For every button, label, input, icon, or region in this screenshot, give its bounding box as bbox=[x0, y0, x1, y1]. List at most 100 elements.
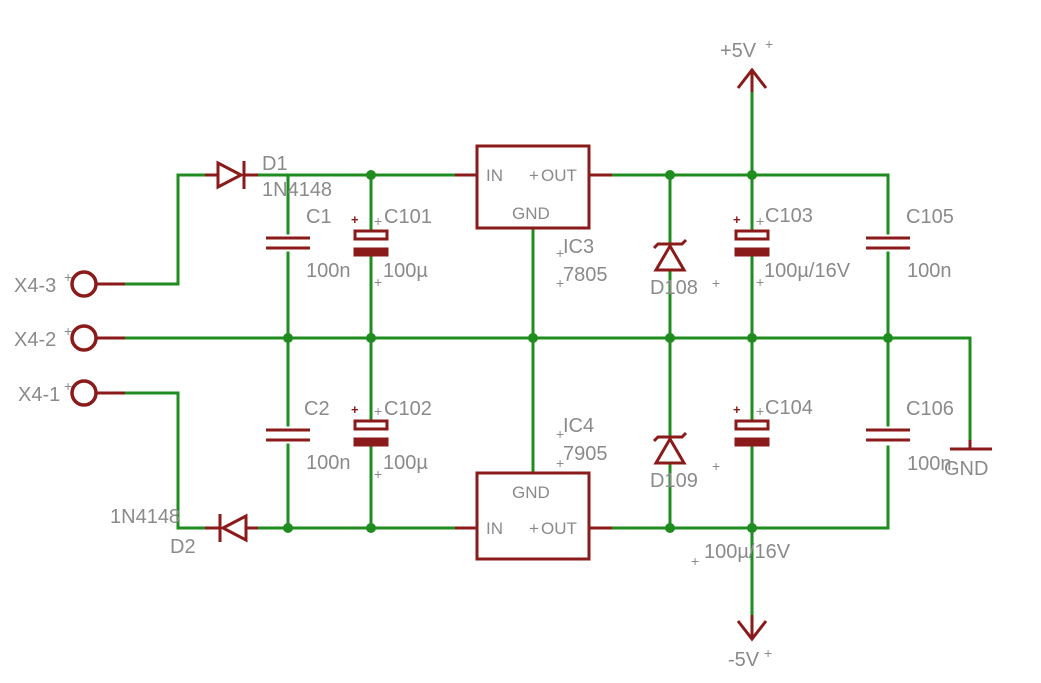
junction bbox=[528, 333, 538, 343]
capacitor-c1: C1 100n bbox=[266, 206, 351, 282]
junction bbox=[283, 523, 293, 533]
c104-plate-negative bbox=[734, 437, 770, 447]
ic3-body bbox=[475, 144, 591, 230]
x4-3-label: X4-3 bbox=[14, 275, 56, 297]
gnd-label: GND bbox=[944, 458, 988, 480]
d2-triangle bbox=[219, 513, 248, 543]
c103-value: 100µ/16V bbox=[764, 260, 851, 282]
c1-name: C1 bbox=[306, 206, 332, 228]
x4-2-pad bbox=[70, 324, 98, 352]
ic4-pin-out: OUT bbox=[541, 519, 577, 538]
c102-value: 100µ bbox=[383, 452, 428, 474]
d109-triangle bbox=[653, 436, 687, 465]
c103-plate-positive bbox=[734, 229, 770, 241]
c2-name: C2 bbox=[304, 398, 330, 420]
c104-plus-icon: + bbox=[733, 402, 741, 417]
origin-mark: + bbox=[764, 645, 772, 661]
origin-mark: + bbox=[374, 274, 382, 290]
origin-mark: + bbox=[712, 458, 720, 474]
origin-mark: + bbox=[374, 403, 382, 419]
origin-mark: + bbox=[556, 275, 564, 291]
d108-name: D108 bbox=[650, 277, 698, 299]
capacitor-c105: C105 100n bbox=[866, 206, 954, 282]
diode-d108: D108 + bbox=[650, 238, 720, 299]
origin-mark: + bbox=[765, 36, 773, 52]
d108-triangle bbox=[653, 243, 687, 272]
c102-plus-icon: + bbox=[351, 402, 359, 417]
diode-d1: D1 1N4148 bbox=[205, 153, 332, 201]
junction bbox=[665, 333, 675, 343]
capacitor-c104: + + C104 100µ/16V + bbox=[691, 397, 813, 569]
c105-value: 100n bbox=[907, 260, 952, 282]
c103-plate-negative bbox=[734, 247, 770, 257]
origin-mark: + bbox=[556, 245, 564, 261]
c104-value: 100µ/16V bbox=[704, 541, 791, 563]
diode-d109: D109 + bbox=[650, 431, 720, 492]
neg-supply-label: -5V bbox=[728, 649, 760, 671]
d1-value: 1N4148 bbox=[262, 179, 332, 201]
origin-mark: + bbox=[374, 466, 382, 482]
origin-mark: + bbox=[64, 378, 72, 394]
supply-gnd: GND bbox=[944, 440, 992, 480]
origin-mark: + bbox=[712, 275, 720, 291]
regulator-ic4: GND IN + OUT + IC4 7905 + bbox=[455, 415, 612, 561]
c101-value: 100µ bbox=[383, 260, 428, 282]
c102-plate-negative bbox=[353, 437, 389, 447]
ic3-value: 7805 bbox=[563, 264, 608, 286]
c106-name: C106 bbox=[906, 398, 954, 420]
regulator-ic3: IN + OUT GND + IC3 7805 + bbox=[455, 144, 612, 291]
junction bbox=[747, 333, 757, 343]
origin-mark: + bbox=[64, 323, 72, 339]
x4-1-pad bbox=[70, 379, 98, 407]
junction bbox=[366, 333, 376, 343]
ic3-pin-out-plus: + bbox=[529, 166, 539, 185]
connector-x4: X4-3 + X4-2 + X4-1 + bbox=[14, 269, 125, 407]
ic4-pin-in: IN bbox=[486, 519, 503, 538]
capacitor-c101: + + C101 100µ + bbox=[351, 206, 432, 290]
d1-name: D1 bbox=[262, 153, 288, 175]
d2-value: 1N4148 bbox=[110, 506, 180, 528]
ic4-name: IC4 bbox=[563, 415, 594, 437]
origin-mark: + bbox=[691, 553, 699, 569]
c1-value: 100n bbox=[306, 260, 351, 282]
junction bbox=[366, 170, 376, 180]
origin-mark: + bbox=[556, 455, 564, 471]
d109-name: D109 bbox=[650, 470, 698, 492]
junction bbox=[366, 523, 376, 533]
origin-mark: + bbox=[756, 213, 764, 229]
ic4-pin-out-plus: + bbox=[529, 519, 539, 538]
ic3-pin-in: IN bbox=[486, 166, 503, 185]
ic4-body bbox=[475, 471, 591, 561]
x4-1-label: X4-1 bbox=[18, 384, 60, 406]
junction bbox=[665, 170, 675, 180]
c101-plus-icon: + bbox=[351, 212, 359, 227]
c106-value: 100n bbox=[907, 453, 952, 475]
junction bbox=[883, 333, 893, 343]
origin-mark: + bbox=[556, 426, 564, 442]
x4-3-pad bbox=[70, 270, 98, 298]
c103-plus-icon: + bbox=[733, 212, 741, 227]
capacitor-c2: C2 100n bbox=[266, 398, 351, 474]
wire-x4-3-to-d1 bbox=[123, 173, 214, 286]
origin-mark: + bbox=[374, 213, 382, 229]
wire-x4-1-to-d2 bbox=[123, 391, 214, 530]
pos-supply-label: +5V bbox=[720, 40, 757, 62]
junction bbox=[665, 523, 675, 533]
ic3-pin-out: OUT bbox=[541, 166, 577, 185]
supply-neg-5v: -5V + bbox=[728, 615, 772, 671]
junction bbox=[747, 523, 757, 533]
wire-ground-rail bbox=[123, 336, 972, 450]
origin-mark: + bbox=[64, 269, 72, 285]
ic4-value: 7905 bbox=[563, 443, 608, 465]
c104-plate-positive bbox=[734, 419, 770, 431]
ic3-name: IC3 bbox=[563, 236, 594, 258]
c105-name: C105 bbox=[906, 206, 954, 228]
c103-name: C103 bbox=[765, 205, 813, 227]
c101-plate-negative bbox=[353, 247, 389, 257]
origin-mark: + bbox=[756, 403, 764, 419]
d2-name: D2 bbox=[170, 536, 196, 558]
c101-plate-positive bbox=[353, 229, 389, 241]
c102-name: C102 bbox=[384, 398, 432, 420]
ic3-pin-gnd: GND bbox=[512, 204, 550, 223]
